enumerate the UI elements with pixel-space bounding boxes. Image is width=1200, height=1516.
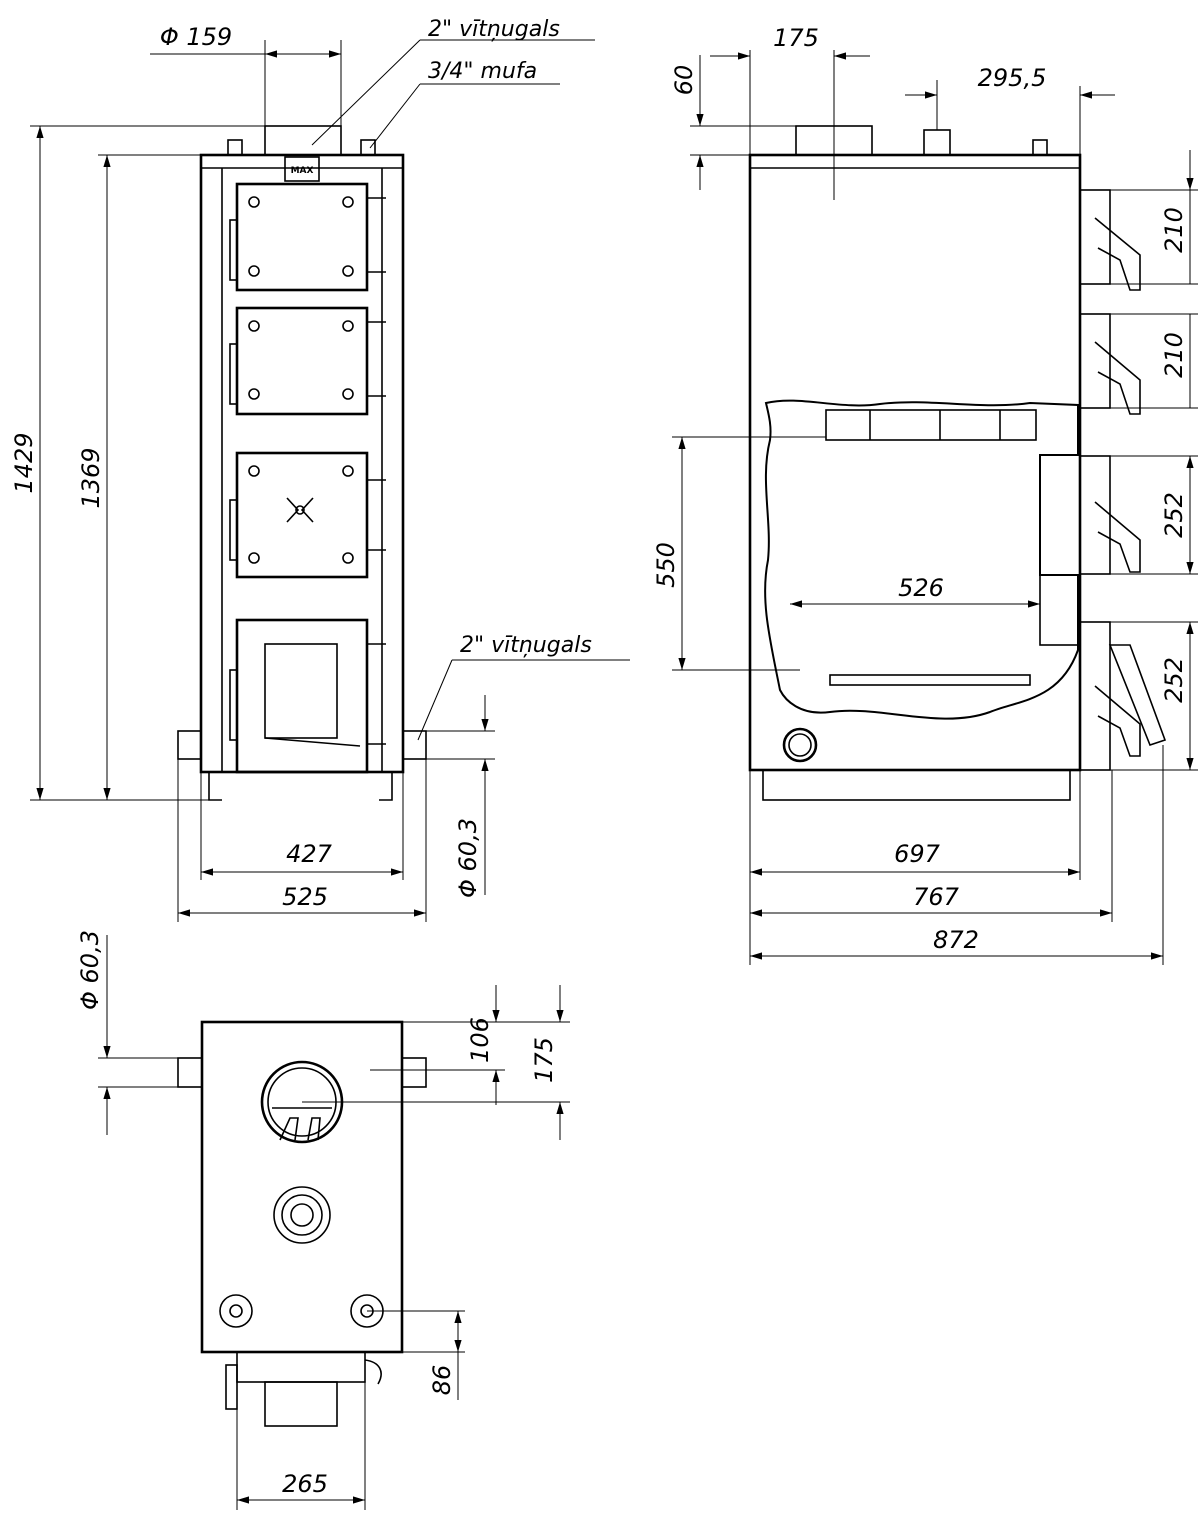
dim-top-door-width: 265 bbox=[282, 1470, 328, 1498]
front-door-3 bbox=[235, 451, 369, 579]
dim-height-body: 1369 bbox=[77, 447, 105, 508]
dim-chamber-height: 550 bbox=[652, 542, 680, 588]
dim-door-1: 210 bbox=[1160, 207, 1188, 253]
dim-door-3: 252 bbox=[1160, 492, 1188, 538]
dim-depth-total: 872 bbox=[933, 926, 979, 954]
dim-depth-body: 697 bbox=[894, 840, 941, 868]
dim-top-port-offset: 86 bbox=[428, 1365, 456, 1396]
side-base bbox=[762, 769, 1071, 801]
note-coupling: 3/4" mufa bbox=[428, 59, 537, 84]
dim-height-total: 1429 bbox=[10, 432, 38, 493]
cutaway-section bbox=[764, 399, 1079, 720]
front-pipe-right bbox=[402, 730, 427, 760]
front-flue-pipe bbox=[264, 125, 342, 156]
dim-width-body: 427 bbox=[286, 840, 333, 868]
dim-door-4: 252 bbox=[1160, 657, 1188, 703]
top-port-center bbox=[273, 1186, 331, 1244]
dim-chamber-depth: 526 bbox=[898, 574, 944, 602]
top-view: Φ 60,3 106 175 86 265 bbox=[76, 930, 570, 1510]
dim-top-pipe-dia: Φ 60,3 bbox=[76, 930, 104, 1010]
ash-window bbox=[264, 643, 338, 739]
top-pipe-right bbox=[401, 1057, 427, 1088]
dim-door-2: 210 bbox=[1160, 332, 1188, 378]
side-view: 175 60 295,5 210 210 252 252 550 bbox=[652, 24, 1198, 965]
dim-width-total: 525 bbox=[282, 883, 328, 911]
front-door-4 bbox=[235, 618, 369, 774]
dim-side-flue-height: 60 bbox=[670, 65, 698, 96]
air-damper-icon bbox=[286, 497, 314, 523]
front-view: MAX bbox=[10, 17, 630, 922]
front-door-1 bbox=[235, 182, 369, 292]
dim-depth-doors: 767 bbox=[913, 883, 960, 911]
dim-top-flue-offset-a: 106 bbox=[466, 1017, 494, 1063]
top-port-left bbox=[219, 1294, 253, 1328]
side-doors bbox=[1079, 189, 1167, 771]
logo-text: MAX bbox=[291, 166, 314, 176]
dim-flue-dia: Φ 159 bbox=[160, 23, 232, 51]
note-thread-top: 2" vītņugals bbox=[428, 17, 560, 42]
dim-front-pipe-dia: Φ 60,3 bbox=[454, 818, 482, 898]
grate-bottom bbox=[829, 674, 1031, 686]
side-port bbox=[782, 727, 818, 763]
note-thread-side: 2" vītņugals bbox=[460, 633, 592, 658]
grate-top bbox=[825, 409, 1037, 441]
front-pipe-left bbox=[177, 730, 202, 760]
dim-top-flue-offset-b: 175 bbox=[530, 1037, 558, 1083]
logo-plate bbox=[284, 156, 320, 182]
dim-side-coupling-offset: 295,5 bbox=[978, 64, 1047, 92]
dim-side-flue-offset: 175 bbox=[773, 24, 819, 52]
front-body bbox=[199, 153, 405, 774]
top-door bbox=[236, 1351, 366, 1383]
top-pipe-left bbox=[177, 1057, 203, 1088]
